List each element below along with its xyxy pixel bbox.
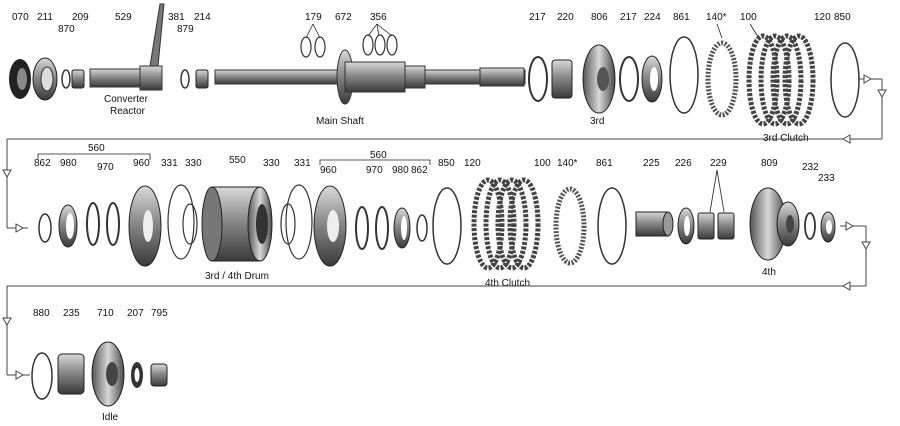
svg-text:225: 225: [643, 158, 660, 169]
part-number: 214: [194, 12, 211, 23]
part-number: 356: [370, 12, 387, 23]
svg-text:980: 980: [392, 165, 409, 176]
svg-text:331: 331: [161, 158, 178, 169]
svg-text:862: 862: [411, 165, 428, 176]
row1-part-numbers: 070 211 870 209 529 381 879 214 179 672 …: [12, 12, 851, 35]
caption-4th-clutch: 4th Clutch: [485, 278, 530, 289]
part-number: 100: [740, 12, 757, 23]
drum-550: [201, 186, 273, 262]
svg-text:795: 795: [151, 308, 168, 319]
svg-text:970: 970: [366, 165, 383, 176]
svg-text:960: 960: [133, 158, 150, 169]
ring-217: [528, 56, 548, 102]
svg-text:207: 207: [127, 308, 144, 319]
row3-part-numbers: 880 235 710 207 795: [33, 308, 168, 319]
bearing-220: [551, 59, 573, 99]
fourth-clutch-pack: [471, 177, 541, 271]
plate-140: [705, 40, 739, 118]
caption-idle: Idle: [102, 412, 119, 423]
svg-text:235: 235: [63, 308, 80, 319]
svg-text:233: 233: [818, 173, 835, 184]
caption-reactor: Reactor: [110, 106, 146, 117]
part-number: 179: [305, 12, 322, 23]
caption-main-shaft: Main Shaft: [316, 116, 364, 127]
svg-text:226: 226: [675, 158, 692, 169]
bracket-381: [149, 3, 165, 67]
svg-text:880: 880: [33, 308, 50, 319]
group-label-560-left: 560: [88, 143, 105, 154]
part-number: 529: [115, 12, 132, 23]
row2-parts: [38, 177, 836, 271]
part-number: 224: [644, 12, 661, 23]
svg-text:550: 550: [229, 155, 246, 166]
part-number: 850: [834, 12, 851, 23]
part-number: 806: [591, 12, 608, 23]
part-number: 220: [557, 12, 574, 23]
svg-text:330: 330: [263, 158, 280, 169]
svg-text:850: 850: [438, 158, 455, 169]
svg-text:861: 861: [596, 158, 613, 169]
ring-870: [61, 69, 71, 89]
svg-text:862: 862: [34, 158, 51, 169]
svg-text:970: 970: [97, 162, 114, 173]
part-number: 120: [814, 12, 831, 23]
row3-parts: [31, 341, 168, 407]
ring-879: [180, 69, 190, 89]
row1-captions: Converter Reactor Main Shaft 3rd 3rd Clu…: [104, 94, 809, 144]
needle-bearing-214: [195, 69, 209, 89]
row1-leader-lines: [305, 23, 761, 41]
row2-captions: 3rd / 4th Drum 4th Clutch 4th: [205, 267, 776, 289]
part-number: 870: [58, 24, 75, 35]
svg-text:229: 229: [710, 158, 727, 169]
svg-text:710: 710: [97, 308, 114, 319]
group-label-560-right: 560: [370, 150, 387, 161]
ring-850: [830, 42, 860, 118]
caption-converter: Converter: [104, 94, 149, 105]
part-number: 381: [168, 12, 185, 23]
snap-ring-861: [669, 36, 699, 114]
svg-text:100: 100: [534, 158, 551, 169]
row2-leader-lines: [37, 153, 725, 213]
part-number: 672: [335, 12, 352, 23]
svg-text:331: 331: [294, 158, 311, 169]
part-number: 879: [177, 24, 194, 35]
caption-4th: 4th: [762, 267, 776, 278]
part-number: 217: [529, 12, 546, 23]
svg-text:140*: 140*: [557, 158, 578, 169]
part-number: 070: [12, 12, 29, 23]
part-number: 211: [37, 12, 53, 23]
caption-3rd: 3rd: [590, 116, 604, 127]
svg-text:120: 120: [464, 158, 481, 169]
part-number: 140*: [706, 12, 727, 23]
part-number: 861: [673, 12, 690, 23]
caption-drum: 3rd / 4th Drum: [205, 271, 269, 282]
needle-bearing-209: [71, 69, 85, 89]
svg-text:330: 330: [185, 158, 202, 169]
svg-text:960: 960: [320, 165, 337, 176]
bearing-235: [57, 353, 85, 395]
third-clutch-pack: [746, 33, 816, 127]
flow-connector-1: [2, 74, 887, 233]
svg-text:232: 232: [802, 162, 819, 173]
part-number: 209: [72, 12, 89, 23]
part-number: 217: [620, 12, 637, 23]
flow-connector-2: [2, 221, 871, 380]
svg-text:980: 980: [60, 158, 77, 169]
row1-parts: [9, 3, 860, 127]
svg-text:809: 809: [761, 158, 778, 169]
row2-part-numbers: 862 980 970 960 331 330 550 330 331 960 …: [34, 143, 835, 184]
